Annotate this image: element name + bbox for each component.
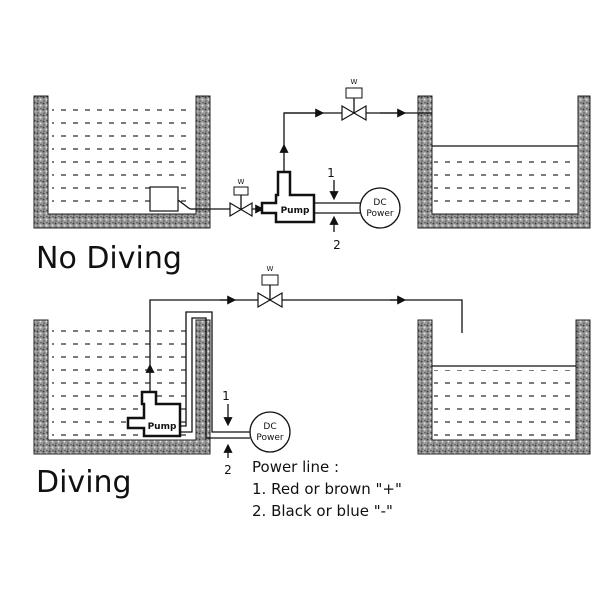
pump: Pump: [126, 390, 182, 438]
wire-number: 2: [224, 463, 232, 477]
source-tank: [33, 95, 211, 229]
destination-tank: [417, 95, 591, 229]
destination-tank: [417, 319, 591, 455]
diving-scene: Pump W 1 2 DC Power: [33, 265, 591, 520]
valve-icon: W: [257, 265, 283, 309]
water: [434, 370, 574, 438]
inlet-box: [149, 186, 179, 212]
wire-number: 1: [222, 389, 230, 403]
pump-label: Pump: [281, 206, 310, 216]
pump: Pump: [260, 170, 316, 224]
diving-title: Diving: [36, 465, 132, 500]
power-label: Power: [366, 209, 394, 219]
note-line-1: 1. Red or brown "+": [252, 480, 402, 498]
power-line-note: Power line : 1. Red or brown "+" 2. Blac…: [252, 458, 402, 520]
water: [434, 150, 576, 212]
note-line-2: 2. Black or blue "-": [252, 502, 393, 520]
valve-label: W: [238, 178, 245, 186]
valve-icon: W: [229, 178, 253, 218]
dc-power: DC Power: [359, 187, 401, 229]
valve-icon: W: [341, 78, 367, 122]
valve-label: W: [351, 78, 358, 86]
wire-number: 2: [333, 238, 341, 252]
source-tank: [33, 319, 211, 455]
valve-label: W: [267, 265, 274, 273]
power-label: Power: [256, 433, 284, 443]
dc-power: DC Power: [249, 411, 291, 453]
dc-label: DC: [373, 198, 386, 208]
no-diving-title: No Diving: [36, 241, 182, 276]
pump-label: Pump: [148, 422, 177, 432]
dc-label: DC: [263, 422, 276, 432]
no-diving-scene: W Pump W 1 2 DC Power: [33, 78, 591, 276]
wire-number: 1: [327, 166, 335, 180]
note-title: Power line :: [252, 458, 339, 476]
